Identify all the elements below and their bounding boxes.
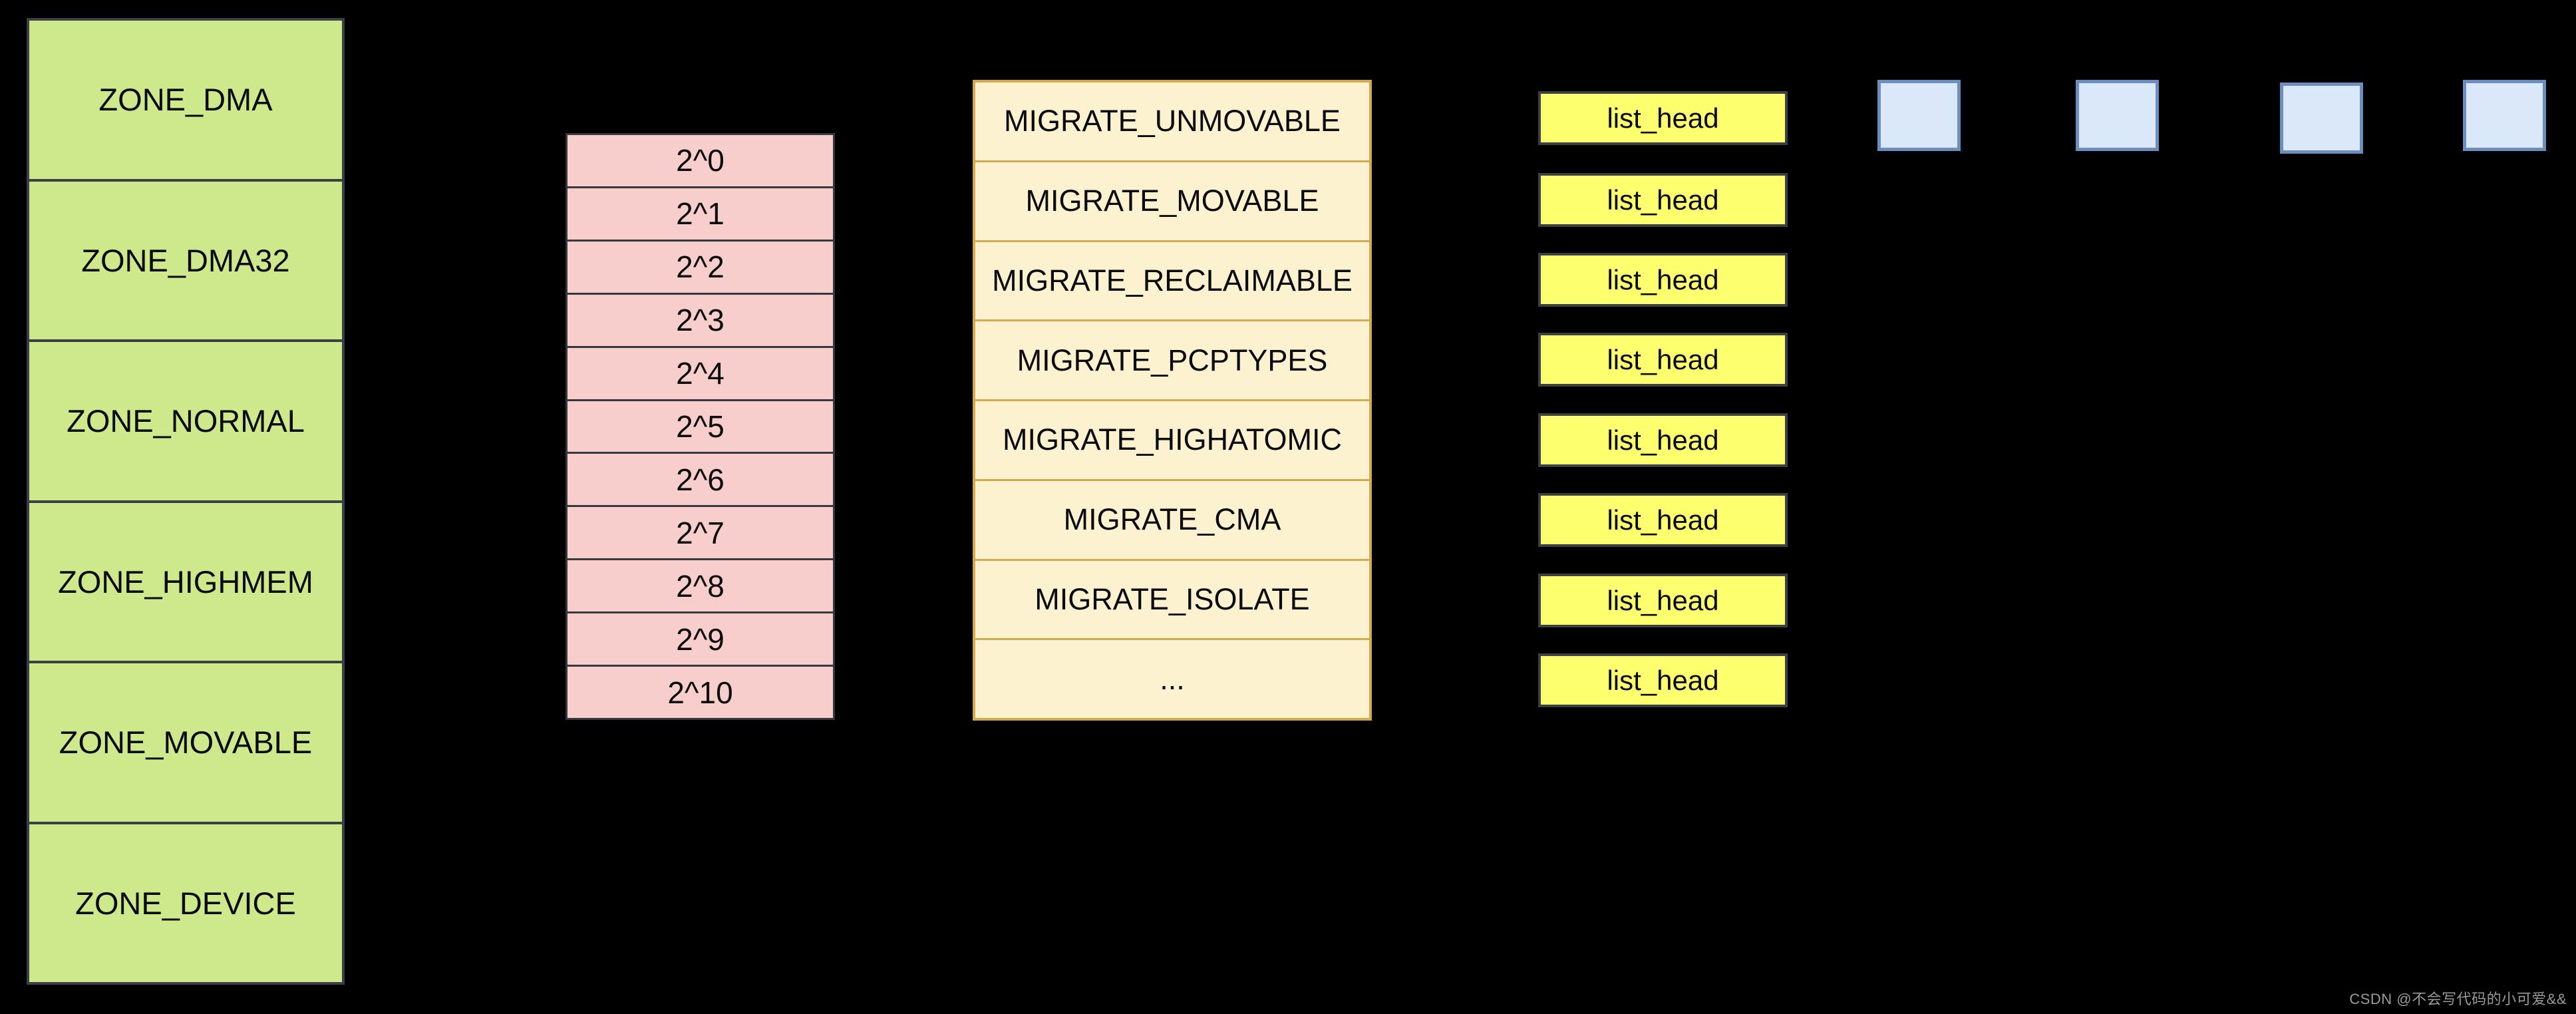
page-to-page-arrow: [2363, 108, 2461, 122]
order-label: 2^2: [676, 250, 724, 285]
list-head-label: list_head: [1607, 584, 1719, 616]
order-row: 2^9: [567, 611, 833, 665]
zone-row: ZONE_HIGHMEM: [29, 500, 342, 661]
migrate-row: MIGRATE_RECLAIMABLE: [975, 240, 1369, 320]
list-head-box: list_head: [1538, 253, 1788, 307]
list-head-box: list_head: [1538, 574, 1788, 627]
list-head-box: list_head: [1538, 413, 1788, 467]
list-head-label: list_head: [1607, 343, 1719, 375]
listhead-to-page-arrow: [1787, 108, 1875, 122]
page-backlink-stub: [2334, 154, 2341, 163]
zone-row: ZONE_NORMAL: [29, 339, 342, 500]
zone-row: ZONE_MOVABLE: [29, 661, 342, 822]
zone-row: ZONE_DMA32: [29, 178, 342, 340]
zone-label: ZONE_DEVICE: [75, 885, 296, 921]
watermark: CSDN @不会写代码的小可爱&&: [2349, 991, 2567, 1007]
zone-to-orders-bottom-line: [321, 506, 566, 720]
order-row: 2^1: [567, 186, 833, 240]
migrate-label: MIGRATE_HIGHATOMIC: [1002, 422, 1343, 457]
order-to-migrates-top-line: [834, 80, 973, 136]
list-head-label: list_head: [1607, 184, 1719, 216]
list-head-box: list_head: [1538, 333, 1788, 387]
zone-label: ZONE_NORMAL: [67, 403, 305, 439]
list-head-box: list_head: [1538, 173, 1788, 227]
order-label: 2^0: [676, 143, 724, 178]
order-row: 2^3: [567, 292, 833, 346]
order-label: 2^7: [676, 515, 724, 550]
migrate-row: MIGRATE_MOVABLE: [975, 160, 1369, 240]
migrate-label: MIGRATE_PCPTYPES: [1017, 343, 1328, 377]
order-to-migrates-bottom-line: [834, 186, 974, 720]
page-box: [1877, 80, 1961, 151]
migrate-row: MIGRATE_CMA: [975, 478, 1369, 559]
order-row: 2^10: [567, 665, 833, 718]
migrate-row: ...: [975, 638, 1369, 718]
migrate-to-listhead-arrow: [1371, 111, 1536, 126]
list-head-box: list_head: [1538, 653, 1788, 707]
order-row: 2^2: [567, 239, 833, 293]
order-row: 2^7: [567, 505, 833, 558]
migrate-label: MIGRATE_UNMOVABLE: [1004, 104, 1341, 138]
zone-to-orders-top-line: [343, 134, 567, 348]
order-row: 2^0: [567, 135, 833, 186]
page-box: [2280, 83, 2363, 154]
order-label: 2^6: [676, 462, 724, 497]
zone-label: ZONE_DMA: [98, 82, 273, 118]
migrate-row: MIGRATE_ISOLATE: [975, 558, 1369, 639]
order-label: 2^4: [676, 356, 724, 391]
list-head-label: list_head: [1607, 664, 1719, 696]
migrate-type-column: MIGRATE_UNMOVABLE MIGRATE_MOVABLE MIGRAT…: [973, 80, 1372, 721]
migrate-label: MIGRATE_ISOLATE: [1035, 582, 1310, 616]
order-label: 2^9: [676, 621, 724, 657]
migrate-label: MIGRATE_MOVABLE: [1025, 184, 1319, 218]
list-head-label: list_head: [1607, 504, 1719, 536]
order-row: 2^8: [567, 558, 833, 611]
order-label: 2^5: [676, 409, 724, 444]
order-label: 2^8: [676, 568, 724, 603]
page-box: [2076, 80, 2159, 151]
migrate-row: MIGRATE_HIGHATOMIC: [975, 399, 1369, 479]
page-to-page-arrow: [2158, 110, 2278, 124]
page-backlink-stub: [2305, 152, 2311, 163]
order-row: 2^4: [567, 345, 833, 399]
order-label: 2^1: [676, 196, 724, 232]
order-row: 2^6: [567, 452, 833, 505]
order-row: 2^5: [567, 399, 833, 452]
list-head-label: list_head: [1607, 102, 1719, 134]
list-head-label: list_head: [1607, 263, 1719, 295]
migrate-row: MIGRATE_UNMOVABLE: [975, 83, 1369, 160]
zone-row: ZONE_DEVICE: [29, 821, 342, 983]
list-head-box: list_head: [1538, 91, 1788, 145]
migrate-row: MIGRATE_PCPTYPES: [975, 319, 1369, 399]
migrate-label: MIGRATE_CMA: [1063, 502, 1281, 537]
migrate-label: ...: [1160, 661, 1185, 696]
zone-label: ZONE_MOVABLE: [59, 725, 313, 760]
order-label: 2^3: [676, 303, 724, 338]
page-box: [2463, 80, 2546, 151]
free-area-order-column: 2^0 2^1 2^2 2^3 2^4 2^5 2^6 2^7 2^8 2^9 …: [565, 133, 835, 720]
zone-row: ZONE_DMA: [29, 21, 342, 179]
zone-column: ZONE_DMA ZONE_DMA32 ZONE_NORMAL ZONE_HIG…: [27, 18, 345, 985]
migrate-label: MIGRATE_RECLAIMABLE: [992, 263, 1353, 297]
zone-label: ZONE_HIGHMEM: [58, 564, 313, 599]
order-label: 2^10: [667, 675, 733, 710]
zone-label: ZONE_DMA32: [81, 242, 290, 278]
list-head-label: list_head: [1607, 424, 1719, 456]
list-head-box: list_head: [1538, 493, 1788, 547]
